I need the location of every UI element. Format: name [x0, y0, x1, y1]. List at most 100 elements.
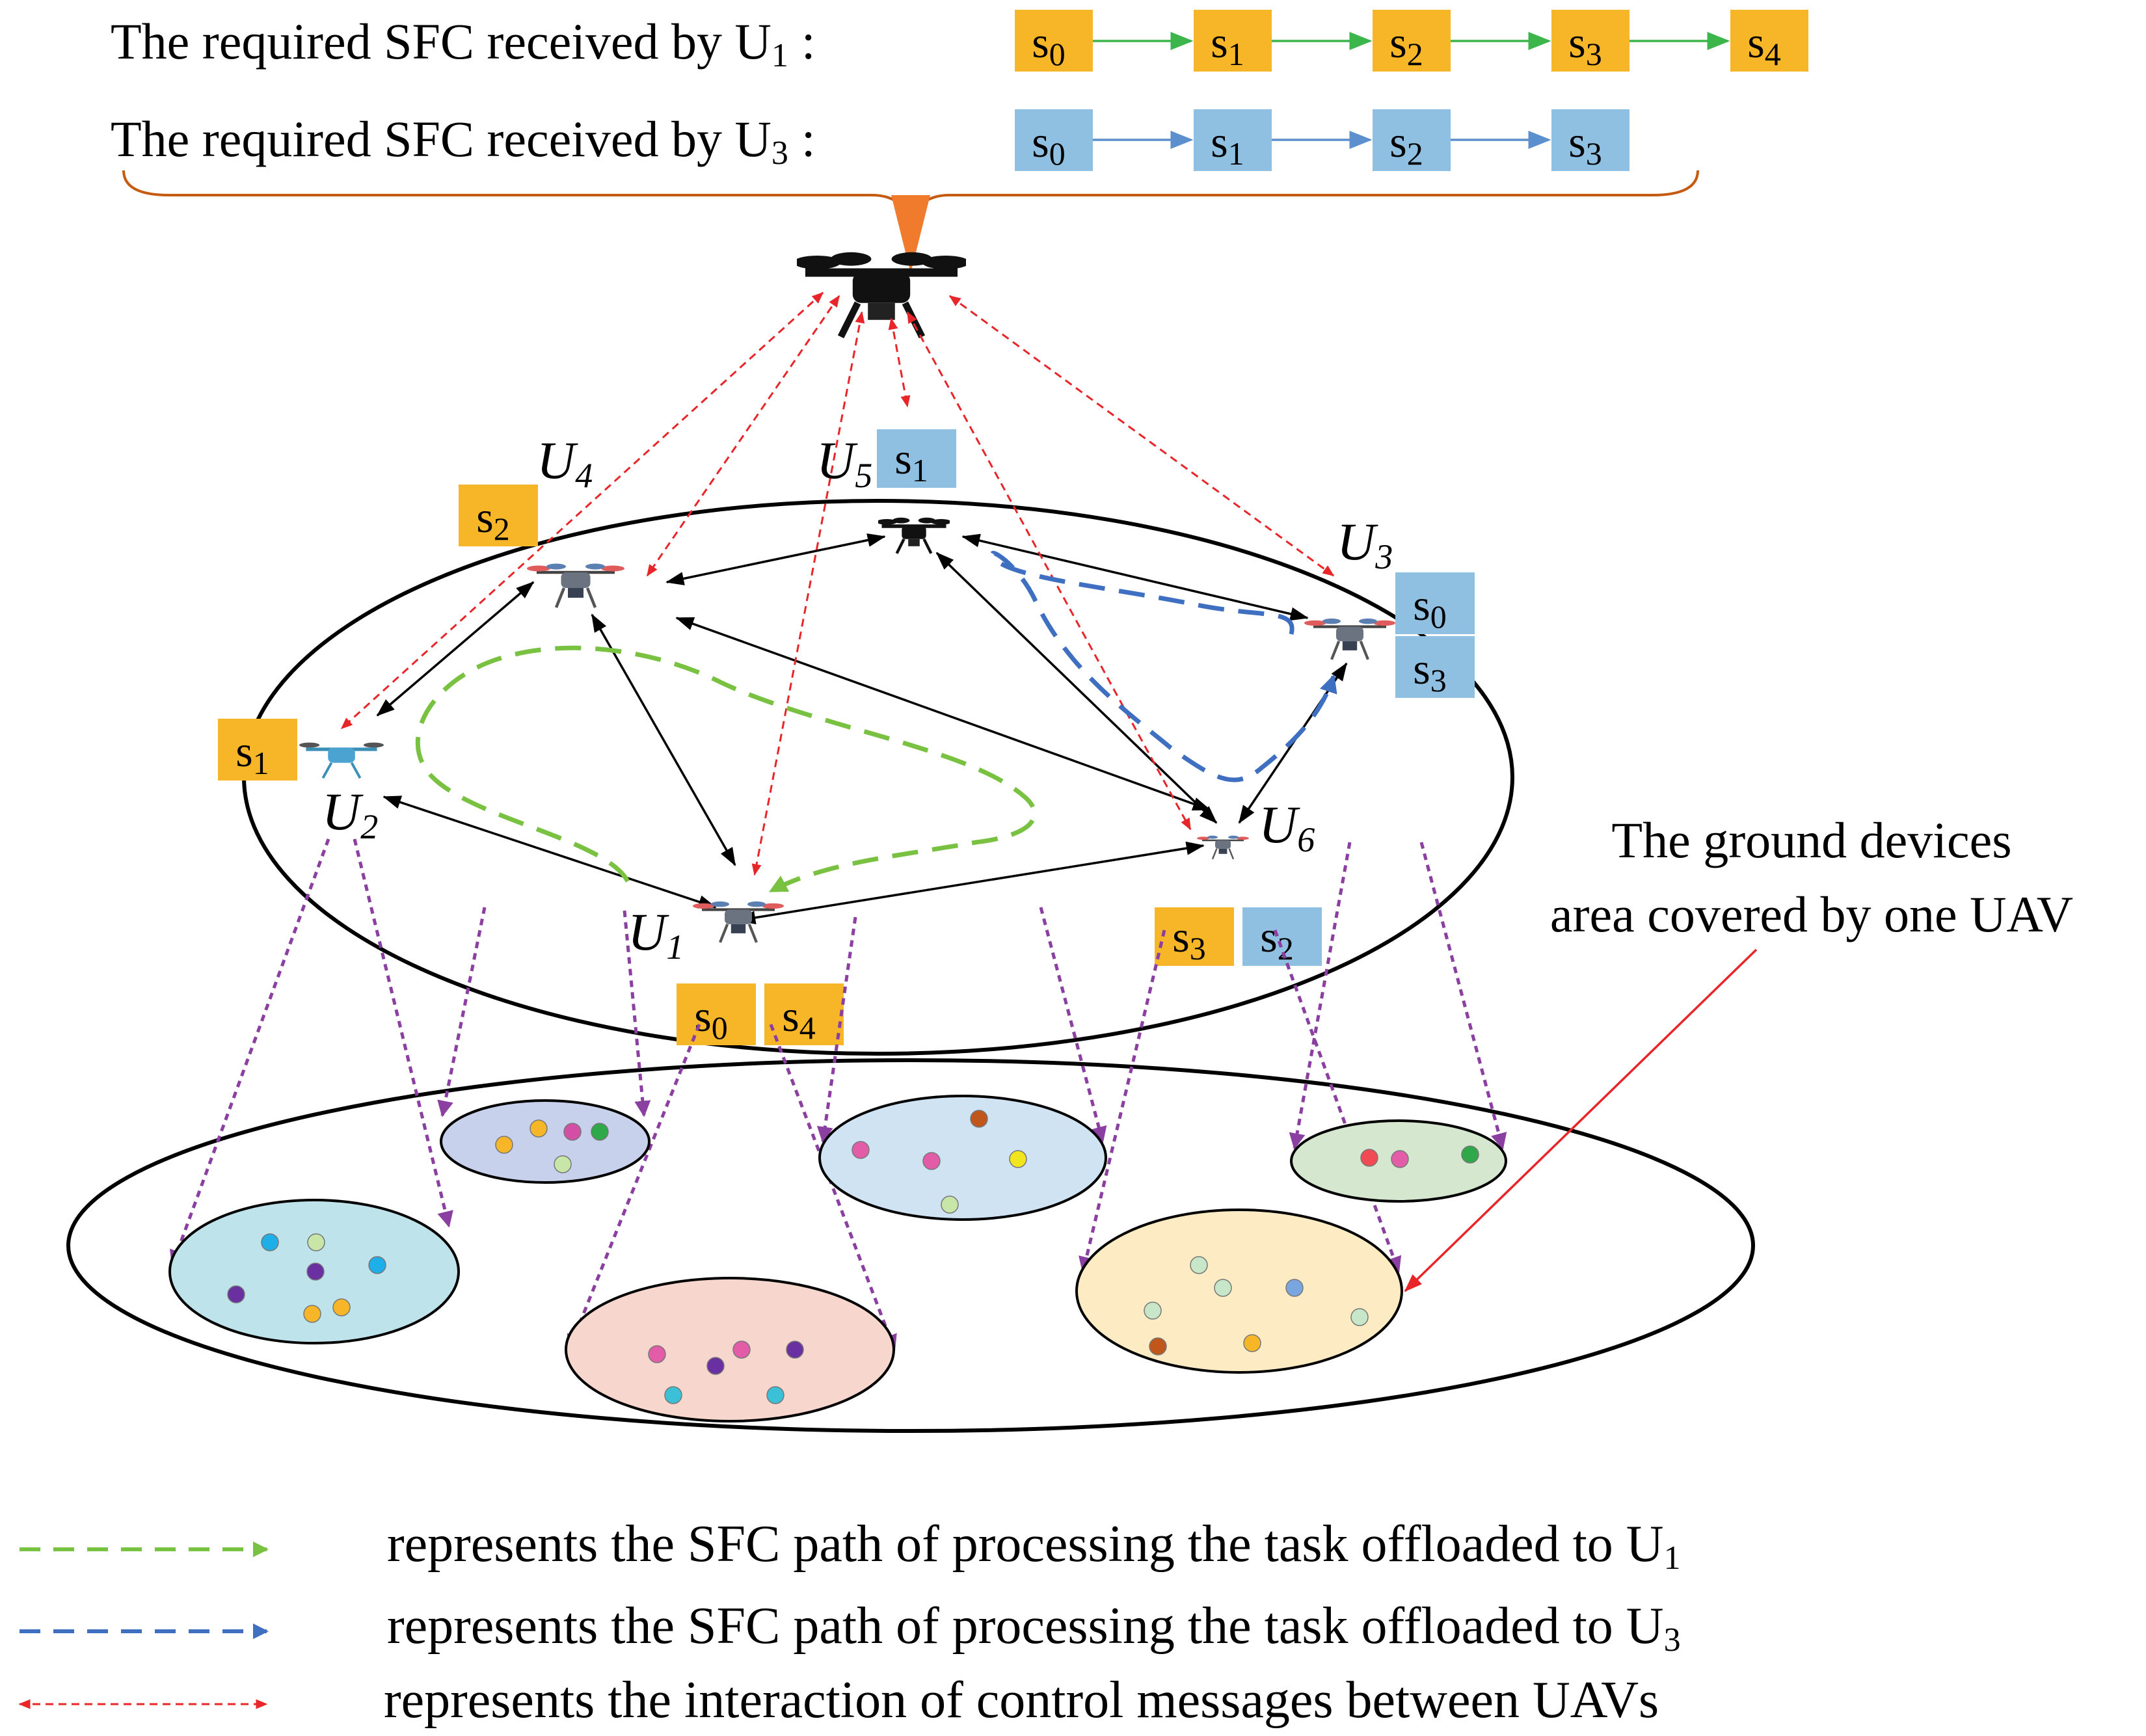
u1-chain-box-4-bg — [1730, 10, 1808, 72]
label-u1: U1 — [628, 902, 684, 967]
link-u4-u5 — [665, 533, 886, 585]
placement-u3-s0: s0 — [1395, 572, 1475, 635]
cov-b-left — [816, 916, 857, 1143]
u1-chain-box-3-bg — [1551, 10, 1630, 72]
control-links — [340, 291, 1335, 876]
u1-chain-box-3-label: s3 — [1568, 18, 1602, 72]
u6-drone-icon — [1197, 836, 1249, 859]
legend-item-u3: represents the SFC path of processing th… — [20, 1597, 1681, 1659]
legend-text-u1: represents the SFC path of processing th… — [387, 1516, 1681, 1577]
placement-u6-s2-bg — [1242, 907, 1322, 966]
cov-u6-right — [1273, 929, 1402, 1274]
placement-u1-s4-label: s4 — [782, 991, 815, 1046]
header-brace — [122, 170, 1699, 273]
u3-chain-box-2-label: s2 — [1389, 117, 1423, 172]
cov-c-left — [1289, 842, 1352, 1150]
u3-chain-box-1-label: s1 — [1211, 117, 1244, 172]
label-u6: U6 — [1259, 795, 1315, 859]
placement-u4-s2-bg — [459, 485, 538, 546]
placement-u3-s3-bg — [1395, 636, 1475, 698]
u1-chain-box-1: s1 — [1194, 10, 1272, 72]
ground-devices — [227, 1110, 1479, 1404]
u3-chain-box-0: s0 — [1015, 109, 1093, 172]
placement-u1-s0-bg — [677, 983, 756, 1045]
cov-b-right — [1039, 907, 1107, 1143]
placement-u1-s0-label: s0 — [694, 991, 727, 1046]
placement-u2-s1-label: s1 — [235, 727, 269, 781]
legend-item-control: represents the interaction of control me… — [18, 1672, 1659, 1729]
u1-chain-box-2-label: s2 — [1389, 18, 1423, 72]
u1-chain-box-0-bg — [1015, 10, 1093, 72]
ground-area-6 — [1075, 1209, 1403, 1374]
u3-chain-box-1: s1 — [1194, 109, 1272, 172]
ground-area-1 — [440, 1099, 651, 1184]
link-u4-u2 — [376, 581, 535, 717]
u1-chain-box-2: s2 — [1373, 10, 1451, 72]
legend-item-u1: represents the SFC path of processing th… — [20, 1516, 1681, 1577]
u1-chain-box-1-bg — [1194, 10, 1272, 72]
placement-u4-s2: s2 — [459, 485, 538, 547]
label-u4: U4 — [537, 431, 593, 495]
placement-u2-s1-bg — [218, 719, 297, 781]
ctrl-top-u2 — [340, 291, 824, 730]
annotation-line2: area covered by one UAV — [1550, 886, 2073, 942]
cov-u2-right — [353, 838, 453, 1228]
u5-drone-icon — [877, 518, 951, 554]
u1-chain-box-4-label: s4 — [1747, 18, 1780, 72]
u1-chain-box-4: s4 — [1730, 10, 1808, 72]
link-u5-u6 — [935, 552, 1218, 824]
uav-labels: U4 U5 U3 U2 U6 U1 — [322, 431, 1393, 967]
u1-chain-title: The required SFC received by U1: — [111, 13, 816, 74]
placement-u1-s4: s4 — [764, 983, 844, 1046]
u3-chain-box-0-bg — [1015, 109, 1093, 171]
u4-drone-icon — [527, 564, 624, 608]
service-placements: s2 s1 s0 s3 s1 s3 s2 s0 s4 — [218, 429, 1475, 1046]
u1-chain-box-0: s0 — [1015, 10, 1093, 72]
ctrl-top-u1 — [751, 311, 865, 876]
placement-u6-s3-bg — [1155, 907, 1234, 966]
cov-c-right — [1419, 842, 1507, 1150]
label-u5: U5 — [816, 431, 872, 495]
u2-drone-icon — [299, 743, 384, 779]
label-u3: U3 — [1337, 512, 1393, 576]
ground-area-2 — [818, 1095, 1107, 1221]
annotation-line1: The ground devices — [1611, 812, 2011, 868]
sfc-path-u3 — [989, 550, 1337, 782]
cov-a-left — [437, 907, 487, 1117]
placement-u6-s2: s2 — [1242, 907, 1322, 967]
u1-chain-boxes: s0 s1 s2 s3 s4 — [1015, 10, 1808, 72]
u3-chain-box-1-bg — [1194, 109, 1272, 171]
annotation-arrow — [1404, 948, 1758, 1292]
u3-chain-box-3-label: s3 — [1568, 117, 1602, 172]
placement-u6-s3-label: s3 — [1172, 912, 1205, 967]
placement-u4-s2-label: s2 — [476, 492, 509, 547]
placement-u5-s1-bg — [877, 429, 956, 488]
u3-chain-box-2-bg — [1373, 109, 1451, 171]
u3-drone-icon — [1304, 619, 1395, 660]
u1-chain-box-3: s3 — [1551, 10, 1630, 72]
ctrl-top-u5 — [888, 317, 911, 408]
u3-chain-box-2: s2 — [1373, 109, 1451, 172]
placement-u6-s3: s3 — [1155, 907, 1234, 967]
ground-areas — [168, 1095, 1507, 1422]
placement-u3-s0-label: s0 — [1413, 580, 1446, 635]
placement-u5-s1: s1 — [877, 429, 956, 488]
legend: represents the SFC path of processing th… — [18, 1516, 1681, 1729]
u3-chain-title: The required SFC received by U3: — [111, 111, 816, 172]
ctrl-top-u4 — [646, 295, 840, 577]
ctrl-top-u3 — [948, 295, 1335, 577]
u3-chain-box-3: s3 — [1551, 109, 1630, 172]
legend-text-u3: represents the SFC path of processing th… — [387, 1597, 1681, 1659]
placement-u1-s0: s0 — [677, 983, 756, 1046]
cov-u6-left — [1079, 929, 1166, 1274]
u1-drone-icon — [693, 901, 784, 942]
placement-u5-s1-label: s1 — [894, 434, 928, 488]
link-u5-u3 — [961, 533, 1309, 621]
u1-chain-box-0-label: s0 — [1032, 18, 1065, 72]
u3-chain-boxes: s0 s1 s2 s3 — [1015, 109, 1630, 172]
placement-u3-s0-bg — [1395, 572, 1475, 634]
placement-u3-s3-label: s3 — [1413, 644, 1446, 699]
coverage-arrows — [170, 838, 1507, 1352]
